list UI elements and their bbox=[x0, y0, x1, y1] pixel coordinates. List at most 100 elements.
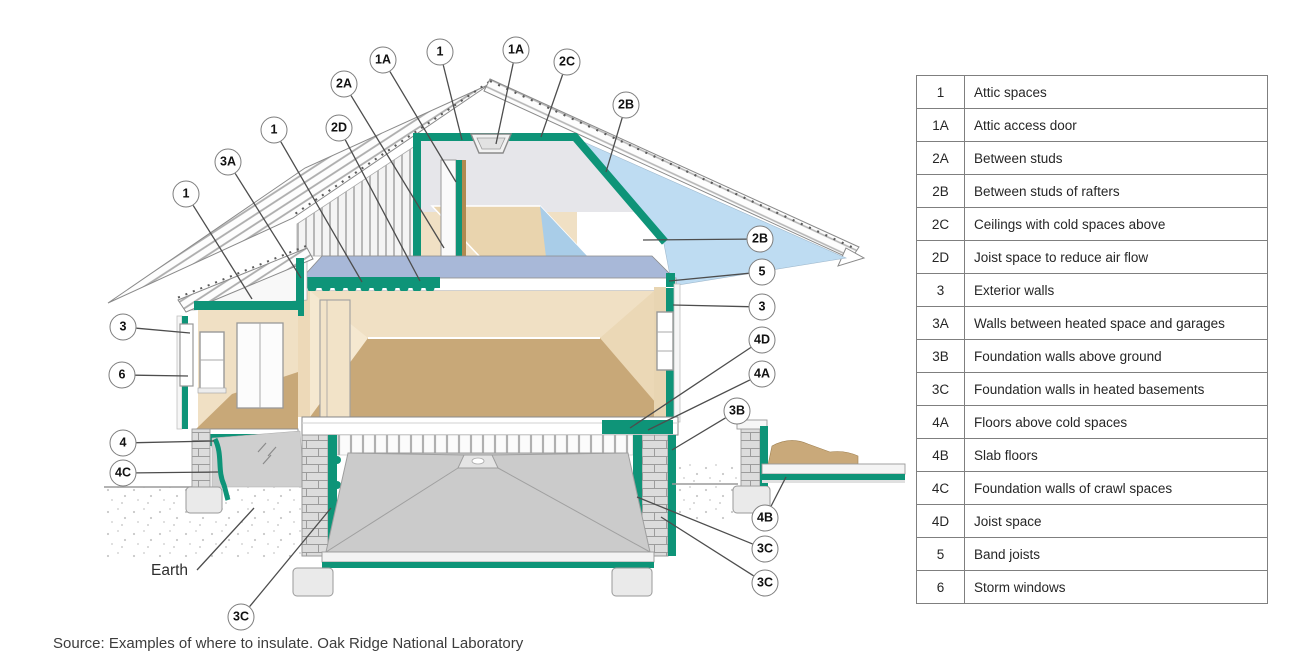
legend-desc: Foundation walls of crawl spaces bbox=[964, 471, 1268, 505]
callout-4b: 4B bbox=[751, 504, 779, 532]
attic-floor bbox=[301, 255, 677, 293]
first-floor-structure bbox=[301, 416, 679, 436]
legend-desc: Band joists bbox=[964, 537, 1268, 571]
slab-floor-insulation bbox=[762, 474, 905, 480]
callout-4: 4 bbox=[109, 429, 137, 457]
legend-desc: Attic access door bbox=[964, 108, 1268, 142]
footing-right bbox=[611, 567, 653, 597]
legend-desc: Floors above cold spaces bbox=[964, 405, 1268, 439]
garage-window bbox=[199, 331, 225, 391]
right-exterior-wall bbox=[654, 283, 681, 423]
legend-code: 5 bbox=[916, 537, 965, 571]
callout-3c: 3C bbox=[227, 603, 255, 631]
legend-desc: Ceilings with cold spaces above bbox=[964, 207, 1268, 241]
legend-desc: Foundation walls above ground bbox=[964, 339, 1268, 373]
callout-4c: 4C bbox=[109, 459, 137, 487]
slab-wall-insulation bbox=[760, 426, 768, 486]
crawl-foundation-wall bbox=[191, 428, 211, 488]
legend-code: 2B bbox=[916, 174, 965, 208]
legend-desc: Joist space to reduce air flow bbox=[964, 240, 1268, 274]
interior-door bbox=[319, 299, 351, 418]
callout-4a: 4A bbox=[748, 360, 776, 388]
callout-2c: 2C bbox=[553, 48, 581, 76]
callout-6: 6 bbox=[108, 361, 136, 389]
garage-wing bbox=[176, 245, 314, 451]
legend-code: 4C bbox=[916, 471, 965, 505]
footing-left bbox=[292, 567, 334, 597]
legend-desc: Walls between heated space and garages bbox=[964, 306, 1268, 340]
callout-1: 1 bbox=[426, 38, 454, 66]
earth-label: Earth bbox=[151, 562, 189, 579]
legend-code: 3B bbox=[916, 339, 965, 373]
garage-house-wall bbox=[297, 291, 310, 417]
slab-foundation-wall bbox=[740, 427, 761, 487]
legend-code: 3C bbox=[916, 372, 965, 406]
slab-wing bbox=[672, 419, 906, 520]
callout-3c: 3C bbox=[751, 569, 779, 597]
garage-wall-insulation bbox=[296, 258, 304, 316]
attic-kneewall-door bbox=[440, 159, 466, 267]
legend-desc: Slab floors bbox=[964, 438, 1268, 472]
joist-space-insulation bbox=[602, 420, 673, 434]
legend-code: 3A bbox=[916, 306, 965, 340]
legend-code: 4A bbox=[916, 405, 965, 439]
storm-window-right bbox=[656, 311, 674, 371]
legend-desc: Exterior walls bbox=[964, 273, 1268, 307]
slab-sand-mound bbox=[767, 440, 859, 466]
callout-3c: 3C bbox=[751, 535, 779, 563]
callout-2b: 2B bbox=[612, 91, 640, 119]
garage-footing bbox=[185, 486, 223, 514]
source-caption: Source: Examples of where to insulate. O… bbox=[53, 635, 524, 652]
callout-4d: 4D bbox=[748, 326, 776, 354]
attic-floor-insulation bbox=[306, 277, 440, 293]
legend-desc: Attic spaces bbox=[964, 75, 1268, 109]
legend-desc: Between studs of rafters bbox=[964, 174, 1268, 208]
callout-2a: 2A bbox=[330, 70, 358, 98]
legend-code: 6 bbox=[916, 570, 965, 604]
legend-code: 4B bbox=[916, 438, 965, 472]
legend-code: 2D bbox=[916, 240, 965, 274]
legend-code: 4D bbox=[916, 504, 965, 538]
callout-1a: 1A bbox=[369, 46, 397, 74]
callout-3b: 3B bbox=[723, 397, 751, 425]
basement bbox=[292, 434, 676, 597]
callout-2d: 2D bbox=[325, 114, 353, 142]
earth-speckle-right bbox=[676, 462, 738, 520]
legend-desc: Foundation walls in heated basements bbox=[964, 372, 1268, 406]
legend-code: 2A bbox=[916, 141, 965, 175]
callout-1: 1 bbox=[172, 180, 200, 208]
callout-3a: 3A bbox=[214, 148, 242, 176]
legend-code: 2C bbox=[916, 207, 965, 241]
callout-3: 3 bbox=[748, 293, 776, 321]
legend-desc: Joist space bbox=[964, 504, 1268, 538]
callout-2b: 2B bbox=[746, 225, 774, 253]
legend-desc: Between studs bbox=[964, 141, 1268, 175]
callout-5: 5 bbox=[748, 258, 776, 286]
legend-code: 1A bbox=[916, 108, 965, 142]
callout-1: 1 bbox=[260, 116, 288, 144]
callout-1a: 1A bbox=[502, 36, 530, 64]
callout-3: 3 bbox=[109, 313, 137, 341]
legend-code: 1 bbox=[916, 75, 965, 109]
legend-desc: Storm windows bbox=[964, 570, 1268, 604]
living-room bbox=[297, 283, 681, 423]
living-room-floor bbox=[310, 338, 668, 417]
under-slab-insulation bbox=[322, 562, 654, 568]
